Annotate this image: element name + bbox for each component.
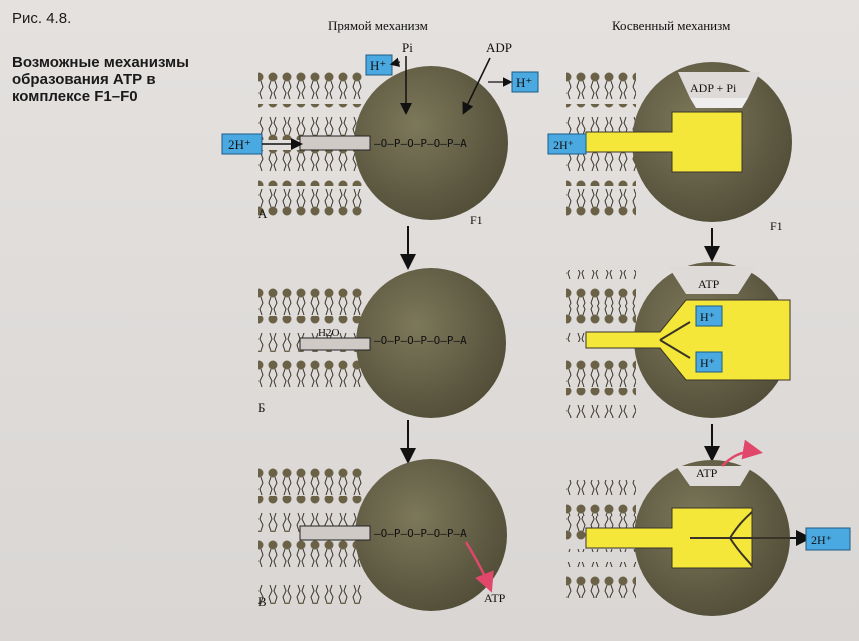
panel-b-label: Б bbox=[258, 400, 265, 415]
panel-a-label: A bbox=[258, 206, 268, 221]
adp-pi-label: ADP + Pi bbox=[690, 81, 737, 95]
h-plus-label-top: H⁺ bbox=[370, 58, 386, 73]
f1-sphere-c bbox=[355, 459, 507, 611]
header-indirect-mechanism: Косвенный механизм bbox=[612, 18, 731, 33]
atp-release-arrow-indirect bbox=[721, 439, 763, 467]
f1-indirect-3 bbox=[585, 460, 790, 616]
membrane-left-a bbox=[258, 68, 366, 222]
atp-label-indirect-3: ATP bbox=[696, 466, 718, 480]
membrane-left-b bbox=[258, 280, 366, 396]
membrane-right-2 bbox=[566, 270, 636, 418]
h-plus-label-right: H⁺ bbox=[516, 75, 532, 90]
two-h-plus-label-indirect: 2H⁺ bbox=[553, 138, 574, 152]
membrane-right-3 bbox=[566, 480, 636, 598]
f1-indirect-2 bbox=[585, 262, 791, 418]
h2o-label: H2O bbox=[318, 327, 339, 339]
two-h-plus-label-out: 2H⁺ bbox=[811, 533, 832, 547]
h-plus-box-indirect-lower bbox=[695, 351, 723, 373]
f1-label-a: F1 bbox=[470, 213, 483, 227]
adp-label: ADP bbox=[486, 40, 512, 55]
atp-label-indirect-2: ATP bbox=[698, 277, 720, 291]
figure-number: Рис. 4.8. bbox=[12, 10, 72, 27]
h-plus-label-indirect-upper: H⁺ bbox=[700, 310, 715, 324]
h-plus-label-indirect-lower: H⁺ bbox=[700, 356, 715, 370]
f1-sphere-b bbox=[356, 268, 506, 418]
phosphate-chain-a: –O–P–O–P–O–P–A bbox=[374, 137, 467, 150]
pi-label: Pi bbox=[402, 40, 413, 55]
two-h-plus-box-indirect bbox=[547, 133, 587, 155]
h-plus-box-indirect-upper bbox=[695, 305, 723, 327]
figure-caption: Возможные механизмы образования АТР в ко… bbox=[12, 54, 189, 105]
channel-a bbox=[299, 135, 371, 151]
two-h-plus-box-out bbox=[805, 527, 851, 551]
atp-release-arrow-direct bbox=[464, 541, 494, 593]
f1-label-indirect: F1 bbox=[770, 219, 783, 233]
header-direct-mechanism: Прямой механизм bbox=[328, 18, 428, 33]
channel-c bbox=[299, 525, 371, 541]
channel-b bbox=[299, 337, 371, 351]
atp-label-direct: ATP bbox=[484, 591, 506, 605]
phosphate-chain-b: –O–P–O–P–O–P–A bbox=[374, 334, 467, 347]
phosphate-chain-c: –O–P–O–P–O–P–A bbox=[374, 527, 467, 540]
two-h-plus-label-a: 2H⁺ bbox=[228, 137, 251, 152]
f1-indirect-1 bbox=[585, 62, 792, 222]
panel-c-label: В bbox=[258, 594, 267, 609]
